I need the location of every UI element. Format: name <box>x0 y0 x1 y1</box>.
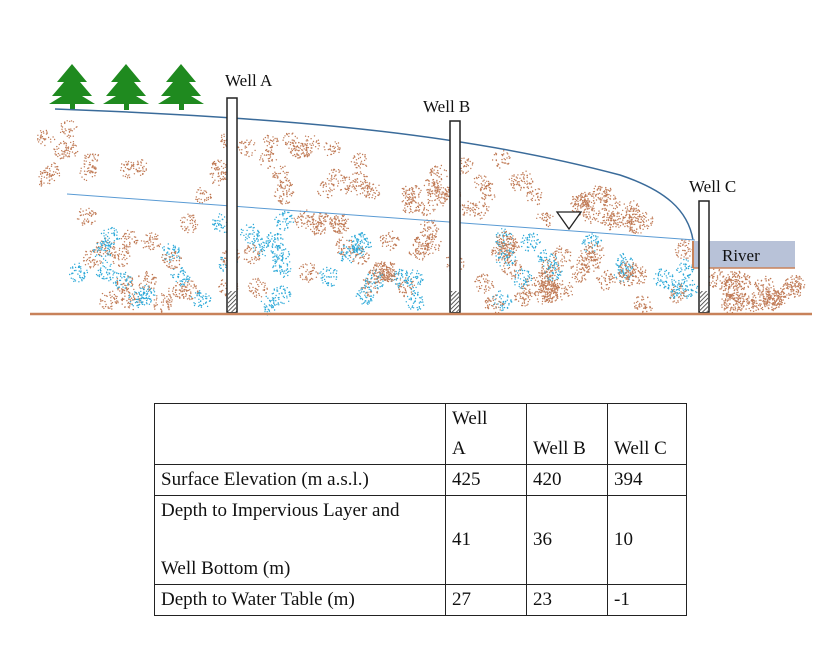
tree-icon <box>49 64 95 110</box>
riverbed-gravel <box>703 268 806 315</box>
river <box>693 241 795 268</box>
table-header-well-b: Well B <box>526 403 608 465</box>
table-row: Depth to Impervious Layer and Well Botto… <box>154 495 687 585</box>
table-header-well-c: Well C <box>607 403 687 465</box>
river-label: River <box>722 246 760 265</box>
water-table-line <box>66 193 696 241</box>
water-table-symbol-icon <box>555 211 583 231</box>
table-header-row: Well A Well B Well C <box>154 403 687 465</box>
cell-value: 27 <box>445 584 527 616</box>
well-a-header-line-2: A <box>452 438 466 459</box>
cell-value: 394 <box>607 464 687 496</box>
saturated-zone-gravel <box>69 207 699 316</box>
aquifer-cross-section: River Well A Well B Well C <box>30 64 812 316</box>
well-a: Well A <box>225 71 273 313</box>
row-label-line-2: Well Bottom (m) <box>161 558 291 579</box>
cell-value: 420 <box>526 464 608 496</box>
table-row: Depth to Water Table (m) 27 23 -1 <box>154 584 687 616</box>
row-label-depth-impervious: Depth to Impervious Layer and Well Botto… <box>154 495 446 585</box>
well-a-label: Well A <box>225 71 273 90</box>
row-label-surface-elevation: Surface Elevation (m a.s.l.) <box>154 464 446 496</box>
table-row: Surface Elevation (m a.s.l.) 425 420 394 <box>154 464 687 496</box>
well-b-label: Well B <box>423 97 470 116</box>
cell-value: -1 <box>607 584 687 616</box>
cell-value: 36 <box>526 495 608 585</box>
well-data-table: Well A Well B Well C Surface Elevation (… <box>154 403 687 616</box>
tree-icon <box>103 64 149 110</box>
table-header-blank <box>154 403 446 465</box>
tree-icon <box>158 64 204 110</box>
row-label-line-1: Depth to Impervious Layer and <box>161 500 400 521</box>
well-b: Well B <box>423 97 470 313</box>
cell-value: 41 <box>445 495 527 585</box>
cell-value: 425 <box>445 464 527 496</box>
well-c: Well C <box>689 177 736 313</box>
well-c-label: Well C <box>689 177 736 196</box>
cell-value: 10 <box>607 495 687 585</box>
cell-value: 23 <box>526 584 608 616</box>
table-header-well-a: Well A <box>445 403 527 465</box>
row-label-depth-water-table: Depth to Water Table (m) <box>154 584 446 616</box>
ground-surface-line <box>54 108 694 241</box>
well-a-header-line-1: Well <box>452 408 488 429</box>
